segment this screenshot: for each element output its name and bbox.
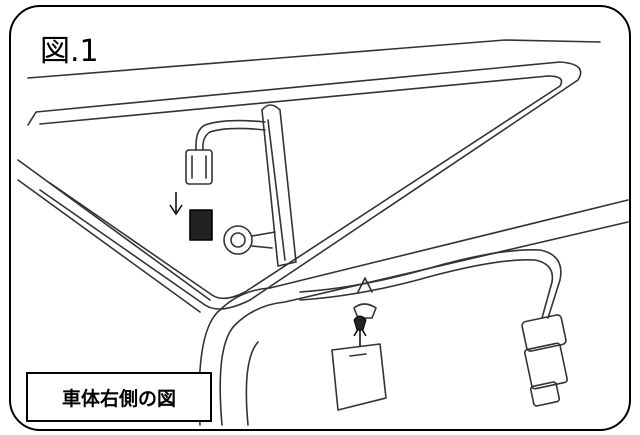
lower-left-lines bbox=[17, 159, 211, 301]
grommet bbox=[223, 225, 253, 255]
inner-panel-inner-outline bbox=[39, 75, 563, 300]
cable-clip bbox=[353, 277, 377, 319]
vertical-post bbox=[261, 104, 297, 267]
sensor-cable bbox=[299, 249, 562, 319]
frame-border bbox=[9, 5, 631, 431]
push-pin bbox=[353, 315, 367, 331]
figure-title: 図.1 bbox=[40, 34, 99, 69]
connector-socket bbox=[189, 209, 213, 241]
down-arrow-icon bbox=[169, 192, 183, 216]
body-top-edge bbox=[27, 39, 601, 79]
connector-wire bbox=[195, 119, 266, 151]
inner-panel-outline bbox=[27, 61, 582, 310]
oxygen-sensor bbox=[521, 314, 569, 407]
mounting-bracket bbox=[331, 343, 387, 411]
connector-plug bbox=[185, 149, 213, 185]
figure-caption: 車体右側の図 bbox=[26, 372, 212, 422]
